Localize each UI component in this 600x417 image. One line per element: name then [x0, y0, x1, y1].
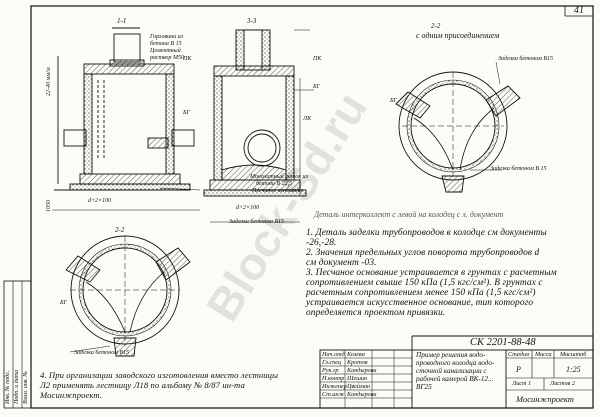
note-line: 4. При организации заводского изготовлен…	[40, 370, 278, 380]
note-line: 2. Значения предельных углов поворота тр…	[306, 248, 540, 258]
title-block	[319, 335, 594, 409]
tb-scale: 1:25	[566, 365, 581, 374]
dimension: d+2×100	[236, 205, 260, 211]
label-tray: бетона В 22,5	[256, 181, 293, 187]
tb-name: Кандырова	[347, 391, 377, 398]
side-stamp-label: Взам. инв. №	[23, 370, 29, 404]
tb-role: Н.контр	[322, 375, 345, 382]
note-line: 3. Песчаное основание устраивается в гру…	[306, 268, 557, 278]
tb-name: Цвейман	[347, 383, 371, 390]
general-notes: 1. Деталь заделки трубопроводов в колодц…	[306, 228, 557, 318]
tb-stage: Р	[516, 365, 521, 374]
tb-title: Пример решения водо- проводного колодца …	[416, 351, 494, 391]
note-line: расчетным сопротивлением менее 150 кПа (…	[306, 288, 536, 298]
tb-mass-header: Масса	[535, 351, 552, 358]
tb-name: Шешин	[347, 375, 368, 382]
tb-role: Рук.гр	[322, 367, 339, 374]
label-seal: Заделка бетоном В15	[498, 56, 554, 62]
tb-title-line: сточной канализации с	[416, 367, 487, 375]
page-number: 41	[574, 5, 584, 16]
tb-title-line: Пример решения водо-	[416, 351, 486, 359]
label-seal: Заделка бетоном В 15	[490, 166, 547, 172]
label-bg: БГ	[313, 84, 320, 90]
note-line: определяется проектом привязки.	[306, 308, 446, 318]
section-label: 1-1	[117, 17, 127, 25]
label-seal: Заделка бетоном В15	[229, 219, 285, 225]
label-neck: бетона В 15	[150, 41, 182, 47]
section-3-3	[203, 29, 314, 223]
tb-role: Инженер	[322, 383, 347, 390]
note-line: см документ -03.	[306, 258, 377, 268]
section-label: 3-3	[247, 17, 257, 25]
tb-title-line: проводного колодца водо-	[416, 359, 495, 367]
section-2-2-plan	[395, 61, 521, 193]
tb-role: Нач.отд	[322, 351, 345, 358]
note-line: Л2 применять лестницу Л18 по альбому № 8…	[40, 380, 245, 390]
label-neck: Горловина из	[150, 34, 183, 40]
tb-title-line: ВГ25	[416, 383, 432, 391]
tb-name: Козева	[347, 351, 365, 358]
tb-role: Гл.спец	[322, 359, 342, 366]
document-code: СК 2201-88-48	[470, 337, 536, 348]
note-line: -26,-28.	[306, 238, 337, 248]
label-bg: БГ	[183, 110, 190, 116]
side-stamp-label: Инв. № подл.	[5, 370, 11, 404]
tb-scale-header: Масштаб	[560, 351, 587, 358]
tb-name: Кротов	[347, 359, 368, 366]
dimension: d+2×100	[88, 198, 112, 204]
tb-name: Кандырова	[347, 367, 377, 374]
label-bg: БГ	[60, 300, 67, 306]
note-line: сопротивлением свыше 150 кПа (1,5 кгс/см…	[306, 278, 543, 288]
label-tray: Монолитный лоток из	[250, 174, 308, 180]
tb-title-line: рабочей камерой ВК-12...	[416, 375, 494, 383]
section-1-1	[52, 27, 201, 211]
side-stamp	[3, 280, 32, 409]
tb-sheet: Лист 1	[512, 380, 532, 387]
section-subtitle: с одним присоединением	[416, 31, 500, 40]
bottom-notes: 4. При организации заводского изготовлен…	[40, 370, 278, 400]
label-pk: ПК	[183, 56, 192, 62]
label-bg: БГ	[390, 98, 397, 104]
label-pk: ПК	[313, 56, 322, 62]
tb-stage-header: Стадия	[508, 351, 529, 358]
sheet-frame	[30, 5, 594, 409]
dimension: 1050	[46, 200, 52, 212]
tb-sheets: Листов 2	[550, 380, 575, 387]
section-label: 2-2	[431, 22, 441, 30]
section-label: 2-2	[115, 226, 125, 234]
dimension: 22-40 мм/м	[46, 67, 52, 96]
note-line: Мосинжпроект.	[40, 390, 103, 400]
label-seal: Заделка бетоном В15	[74, 350, 130, 356]
side-stamp-label: Подп. и дата	[14, 369, 20, 404]
label-mortar: раствор М50	[150, 55, 185, 61]
tb-role: Ст.инж	[322, 391, 345, 398]
label-sand: Песчаное основание	[252, 188, 304, 194]
label-lk: ЛК	[303, 116, 312, 122]
note-line: устраивается искусственное основание, ти…	[306, 298, 534, 308]
overlay-note: Деталь интерколлект с левой на колодец с…	[314, 210, 504, 219]
note-line: 1. Деталь заделки трубопроводов в колодц…	[306, 228, 547, 238]
section-2-2-bottom	[65, 235, 191, 357]
tb-org: Мосинжпроект	[516, 394, 574, 404]
label-mortar: Цементный	[150, 48, 181, 54]
